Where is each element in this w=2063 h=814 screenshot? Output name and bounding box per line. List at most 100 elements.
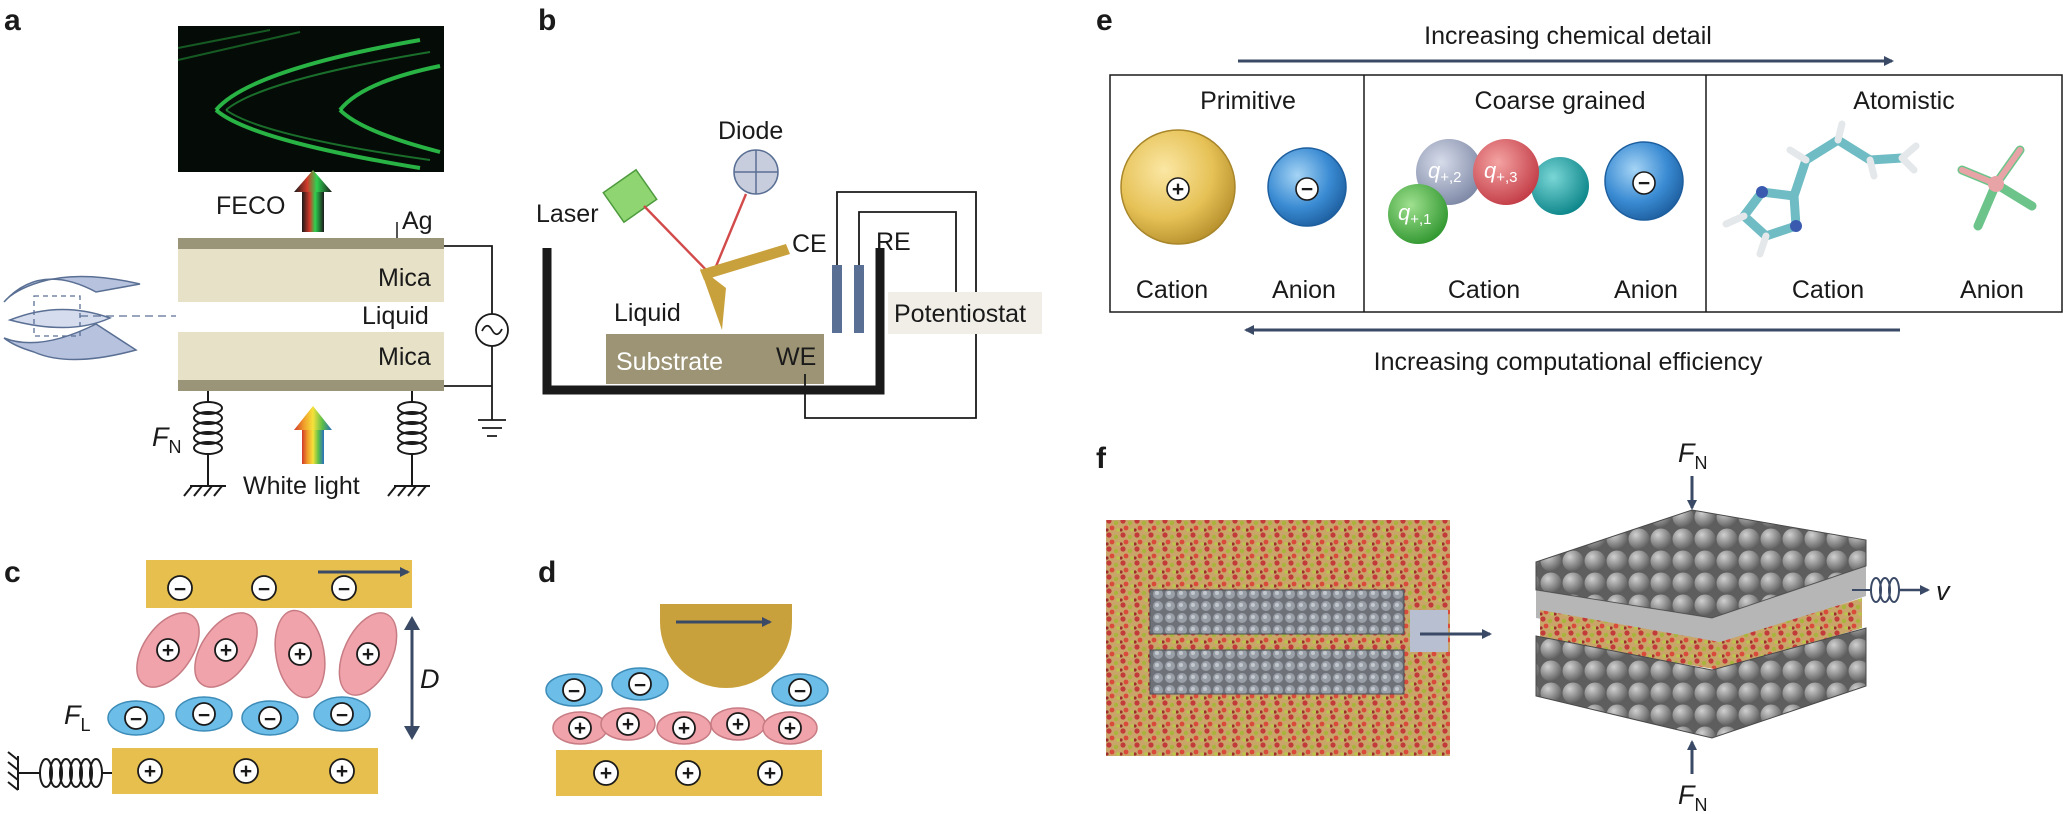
velocity-label: v	[1936, 576, 1951, 606]
svg-text:+: +	[574, 717, 586, 740]
panel-d: d − − − + + + + + + + +	[538, 556, 829, 796]
q1-label: q+,1	[1398, 200, 1432, 228]
cg-cation-label: Cation	[1448, 276, 1520, 304]
afm-tip-hemisphere	[660, 604, 792, 688]
primitive-cation: +	[1120, 129, 1236, 245]
svg-text:−: −	[1638, 172, 1650, 195]
panel-label-e: e	[1096, 4, 1113, 37]
svg-text:−: −	[130, 708, 142, 731]
panel-c: c − − − + + + + − − − −	[4, 556, 440, 794]
cation-layer-d: + + + + +	[552, 707, 818, 745]
primitive-anion-label: Anion	[1272, 276, 1336, 304]
atomistic-cation-label: Cation	[1792, 276, 1864, 304]
cantilever	[700, 244, 790, 280]
liquid-label-b: Liquid	[614, 299, 681, 327]
counter-electrode	[832, 265, 842, 333]
feco-arrow-icon	[294, 170, 332, 232]
panel-b: b Diode Laser CE RE Liquid Substrate WE	[536, 4, 1042, 419]
svg-text:−: −	[634, 674, 646, 697]
panel-e: e Increasing chemical detail Primitive C…	[1096, 4, 2063, 376]
potentiostat-box	[888, 292, 1042, 334]
diode-label: Diode	[718, 117, 783, 145]
svg-text:+: +	[732, 713, 744, 736]
mica-top-label: Mica	[378, 264, 431, 292]
mica-layer-bottom	[178, 332, 444, 380]
cg-anion: −	[1604, 141, 1684, 221]
fn-label-a: FN	[152, 422, 182, 457]
d-label: D	[420, 664, 440, 694]
svg-text:+: +	[294, 643, 306, 666]
liquid-cell	[542, 248, 885, 395]
primitive-label: Primitive	[1200, 87, 1296, 115]
coarse-label: Coarse grained	[1475, 87, 1646, 115]
crossed-cylinders-icon	[3, 275, 176, 361]
svg-text:+: +	[764, 762, 776, 785]
separation-arrow	[404, 616, 420, 740]
cation-layer: + + + +	[136, 609, 398, 699]
rainbow-arrow-icon	[294, 406, 332, 464]
ag-layer-bottom	[178, 380, 444, 391]
ag-layer-top	[178, 238, 444, 249]
laser-icon	[602, 168, 658, 224]
circuit	[444, 245, 506, 437]
panel-label-f: f	[1096, 442, 1107, 475]
svg-text:+: +	[600, 762, 612, 785]
diode-icon	[733, 149, 779, 195]
fn-label-f-top: FN	[1678, 438, 1708, 473]
we-label: WE	[776, 343, 816, 371]
svg-text:−: −	[568, 680, 580, 703]
plate-cations-bottom: + + +	[137, 758, 355, 784]
atomistic-label: Atomistic	[1853, 87, 1954, 115]
panel-a: a FECO Ag Mica Liquid Mica	[3, 4, 509, 500]
potentiostat-label: Potentiostat	[894, 300, 1026, 328]
fl-label: FL	[64, 700, 91, 735]
chemical-detail-label: Increasing chemical detail	[1424, 22, 1712, 50]
svg-text:−: −	[198, 704, 210, 727]
svg-text:+: +	[784, 717, 796, 740]
ac-source-icon	[475, 313, 509, 347]
computational-efficiency-label: Increasing computational efficiency	[1374, 348, 1763, 376]
panel-label-b: b	[538, 4, 556, 37]
fn-label-f-bottom: FN	[1678, 780, 1708, 814]
potentiostat-wires	[804, 191, 977, 419]
laser-label: Laser	[536, 200, 599, 228]
spring-icon	[387, 391, 430, 497]
atomistic-cation-molecule	[1722, 120, 1920, 258]
anion-layer-d: − − −	[545, 667, 829, 707]
atomistic-anion-label: Anion	[1960, 276, 2024, 304]
svg-text:+: +	[240, 760, 252, 783]
svg-text:−: −	[174, 578, 186, 601]
model-comparison-box	[1109, 74, 2063, 313]
svg-text:−: −	[264, 708, 276, 731]
svg-text:−: −	[1301, 178, 1313, 201]
svg-text:+: +	[336, 760, 348, 783]
mica-layer-top	[178, 249, 444, 302]
reference-electrode	[854, 265, 864, 333]
atomistic-anion-molecule	[1957, 145, 2037, 231]
anion-layer: − − − −	[107, 696, 371, 736]
panel-label-c: c	[4, 556, 21, 589]
q3-label: q+,3	[1484, 158, 1518, 186]
primitive-cation-label: Cation	[1136, 276, 1208, 304]
svg-text:+: +	[682, 762, 694, 785]
svg-text:+: +	[362, 643, 374, 666]
svg-text:+: +	[162, 639, 174, 662]
plate-anions-top: − − −	[167, 575, 357, 601]
md-simulation-snapshot	[1106, 520, 1450, 756]
plate-cations-d: + + +	[593, 760, 783, 786]
sliding-slab-model	[1535, 509, 1867, 739]
panel-label-d: d	[538, 556, 556, 589]
feco-image	[177, 26, 444, 172]
feco-label: FECO	[216, 192, 285, 220]
liquid-label: Liquid	[362, 302, 429, 330]
svg-text:+: +	[622, 713, 634, 736]
white-light-label: White light	[243, 472, 360, 500]
afm-tip	[700, 268, 726, 330]
spring-icon	[7, 751, 112, 791]
mica-bottom-label: Mica	[378, 343, 431, 371]
cg-anion-label: Anion	[1614, 276, 1678, 304]
svg-text:+: +	[220, 639, 232, 662]
substrate	[606, 334, 824, 384]
spring-icon	[183, 391, 226, 497]
